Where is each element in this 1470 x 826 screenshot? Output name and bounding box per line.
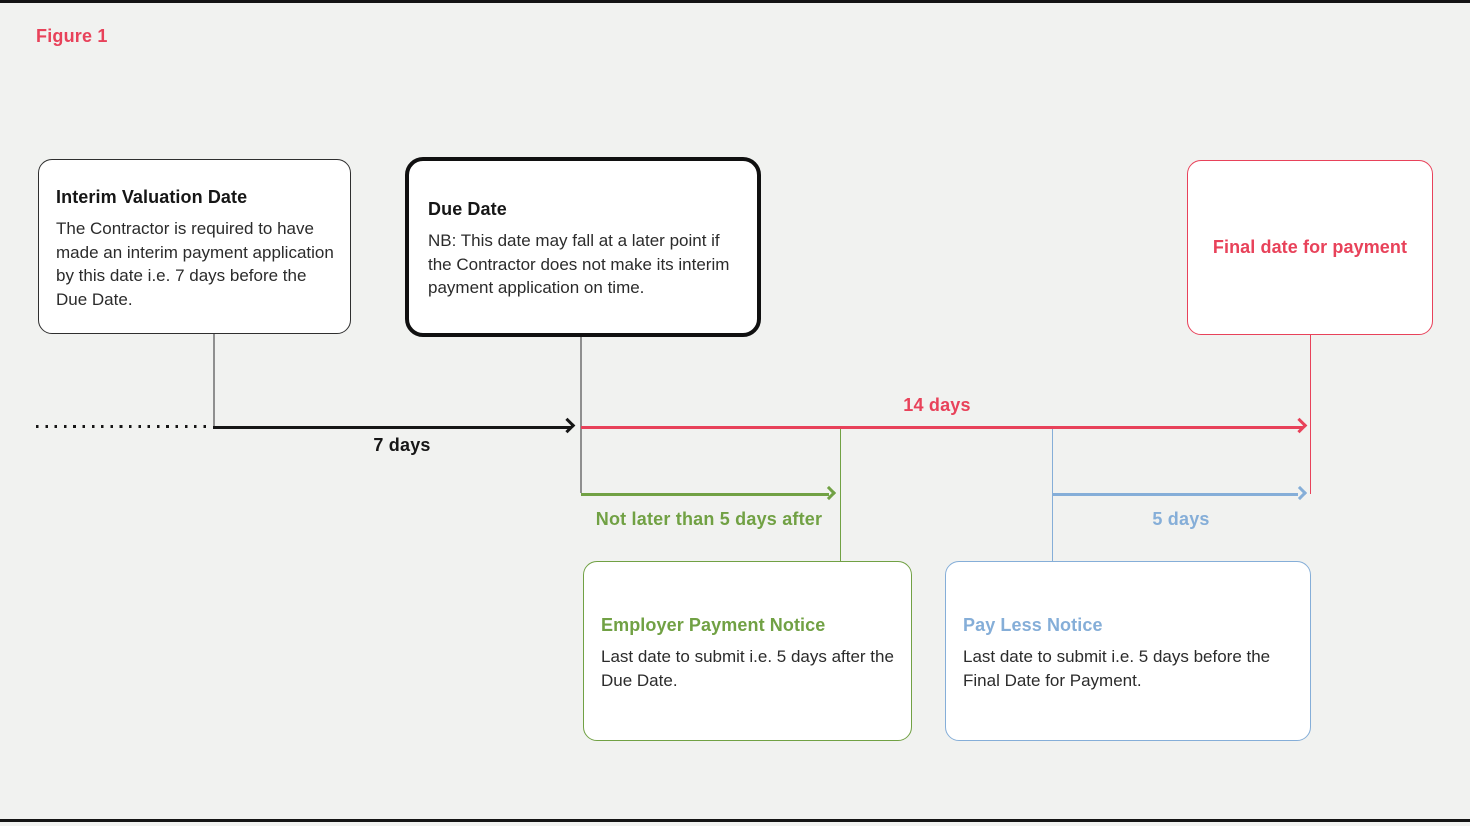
- figure-label: Figure 1: [36, 26, 108, 46]
- final-date-box-connector-line: [1309, 335, 1311, 494]
- due-date-title: Due Date: [428, 199, 507, 219]
- five-days-arrowhead-icon: [1292, 485, 1308, 500]
- five-days-label: 5 days: [1152, 509, 1210, 529]
- fourteen-days-arrow-line: [581, 425, 1303, 429]
- employer-payment-notice-body: Last date to submit i.e. 5 days after th…: [601, 647, 894, 690]
- not-later-label: Not later than 5 days after: [595, 509, 823, 529]
- not-later-arrowhead-icon: [821, 485, 837, 500]
- timeline-dotted-lead-line: [36, 425, 212, 428]
- pay-less-notice-body: Last date to submit i.e. 5 days before t…: [963, 647, 1271, 690]
- due-date-box-connector-line: [580, 337, 582, 493]
- bottom-rule: [0, 819, 1470, 822]
- due-date-body: NB: This date may fall at a later point …: [428, 231, 730, 297]
- interim-box-connector-line: [213, 334, 215, 427]
- not-later-arrow-line: [581, 492, 829, 496]
- pay-less-notice-box: Pay Less Notice Last date to submit i.e.…: [945, 561, 1311, 741]
- employer-notice-connector-line: [839, 429, 841, 562]
- interim-valuation-date-body: The Contractor is required to have made …: [56, 219, 334, 309]
- top-rule: [0, 0, 1470, 3]
- final-date-for-payment-box: Final date for payment: [1187, 160, 1433, 335]
- interim-valuation-date-box: Interim Valuation Date The Contractor is…: [38, 159, 351, 334]
- five-days-arrow-line: [1052, 492, 1298, 496]
- pay-less-notice-title: Pay Less Notice: [963, 615, 1103, 635]
- final-date-for-payment-title: Final date for payment: [1212, 237, 1408, 257]
- seven-days-label: 7 days: [373, 435, 431, 455]
- seven-days-arrowhead-icon: [559, 417, 575, 434]
- due-date-box: Due Date NB: This date may fall at a lat…: [405, 157, 761, 337]
- pay-less-notice-connector-line: [1051, 429, 1053, 562]
- fourteen-days-arrowhead-icon: [1291, 417, 1307, 434]
- seven-days-arrow-line: [213, 425, 571, 429]
- employer-payment-notice-title: Employer Payment Notice: [601, 615, 826, 635]
- employer-payment-notice-box: Employer Payment Notice Last date to sub…: [583, 561, 912, 741]
- interim-valuation-date-title: Interim Valuation Date: [56, 187, 248, 207]
- fourteen-days-label: 14 days: [903, 395, 971, 415]
